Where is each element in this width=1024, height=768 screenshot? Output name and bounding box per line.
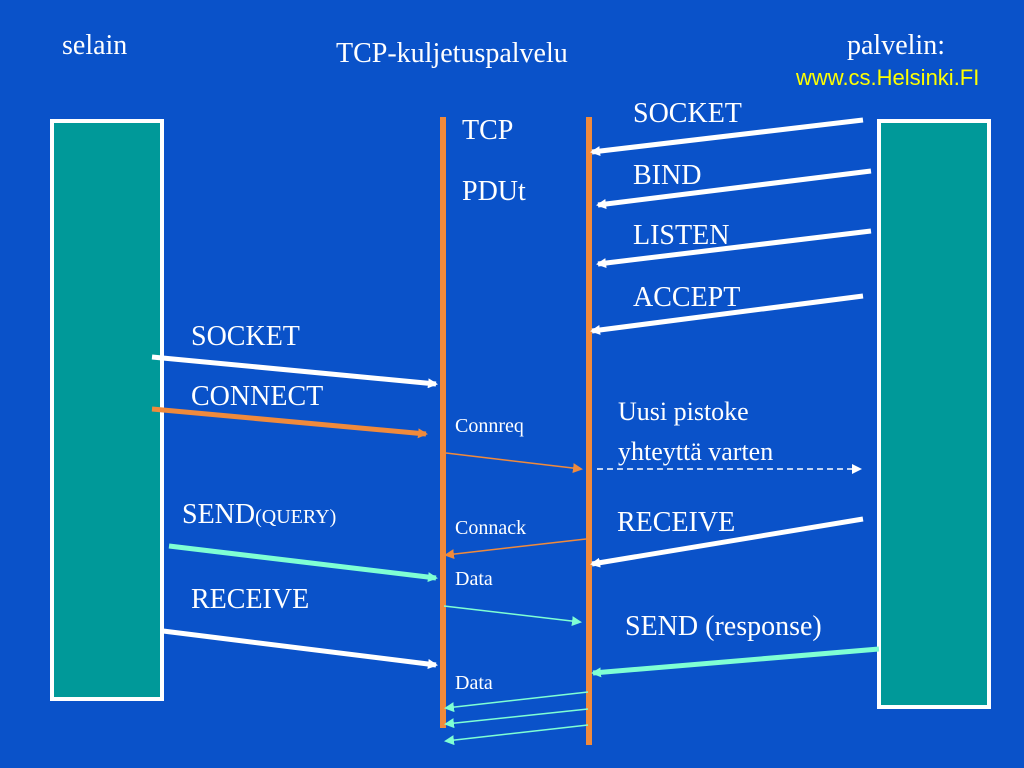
data-response-arrow-3 xyxy=(444,724,589,746)
server-socket-arrow xyxy=(590,117,864,157)
client-send-call: SEND xyxy=(182,499,255,530)
tcp-label: TCP xyxy=(462,115,513,146)
client-connect-label: CONNECT xyxy=(191,381,323,412)
data-response-arrow-1 xyxy=(444,691,589,713)
client-send-label: SEND(QUERY) xyxy=(182,499,336,530)
connreq-label: Connreq xyxy=(455,415,524,437)
new-socket-label-1: Uusi pistoke xyxy=(618,397,749,426)
server-socket-label: SOCKET xyxy=(633,98,742,129)
server-receive-arrow xyxy=(590,516,864,568)
client-socket-label: SOCKET xyxy=(191,321,300,352)
server-send-label: SEND (response) xyxy=(625,611,822,642)
client-box xyxy=(50,119,164,701)
connreq-arrow xyxy=(445,452,583,474)
client-header: selain xyxy=(62,30,127,61)
data-query-arrow xyxy=(443,605,582,627)
data-response-arrow-2 xyxy=(444,708,589,729)
connack-arrow xyxy=(444,538,587,560)
connack-label: Connack xyxy=(455,517,526,539)
client-receive-label: RECEIVE xyxy=(191,584,309,615)
server-header: palvelin: xyxy=(847,30,945,61)
server-accept-label: ACCEPT xyxy=(633,282,740,313)
transport-header: TCP-kuljetuspalvelu xyxy=(336,38,568,69)
server-url: www.cs.Helsinki.FI xyxy=(795,65,979,90)
server-box xyxy=(877,119,991,709)
data-query-label: Data xyxy=(455,568,493,590)
server-bind-arrow xyxy=(596,168,872,209)
server-bind-label: BIND xyxy=(633,160,701,191)
server-listen-label: LISTEN xyxy=(633,220,729,251)
pdu-label: PDUt xyxy=(462,176,526,207)
server-send-arrow xyxy=(591,646,880,678)
new-socket-label-2: yhteyttä varten xyxy=(618,437,773,466)
data-response-label: Data xyxy=(455,672,493,694)
server-listen-arrow xyxy=(596,228,872,269)
client-socket-arrow xyxy=(151,354,438,389)
client-receive-arrow xyxy=(162,628,438,669)
client-send-arrow xyxy=(168,543,438,583)
server-receive-label: RECEIVE xyxy=(617,507,735,538)
server-accept-arrow xyxy=(590,293,864,335)
client-send-param: (QUERY) xyxy=(255,506,336,528)
client-connect-arrow xyxy=(151,406,428,439)
